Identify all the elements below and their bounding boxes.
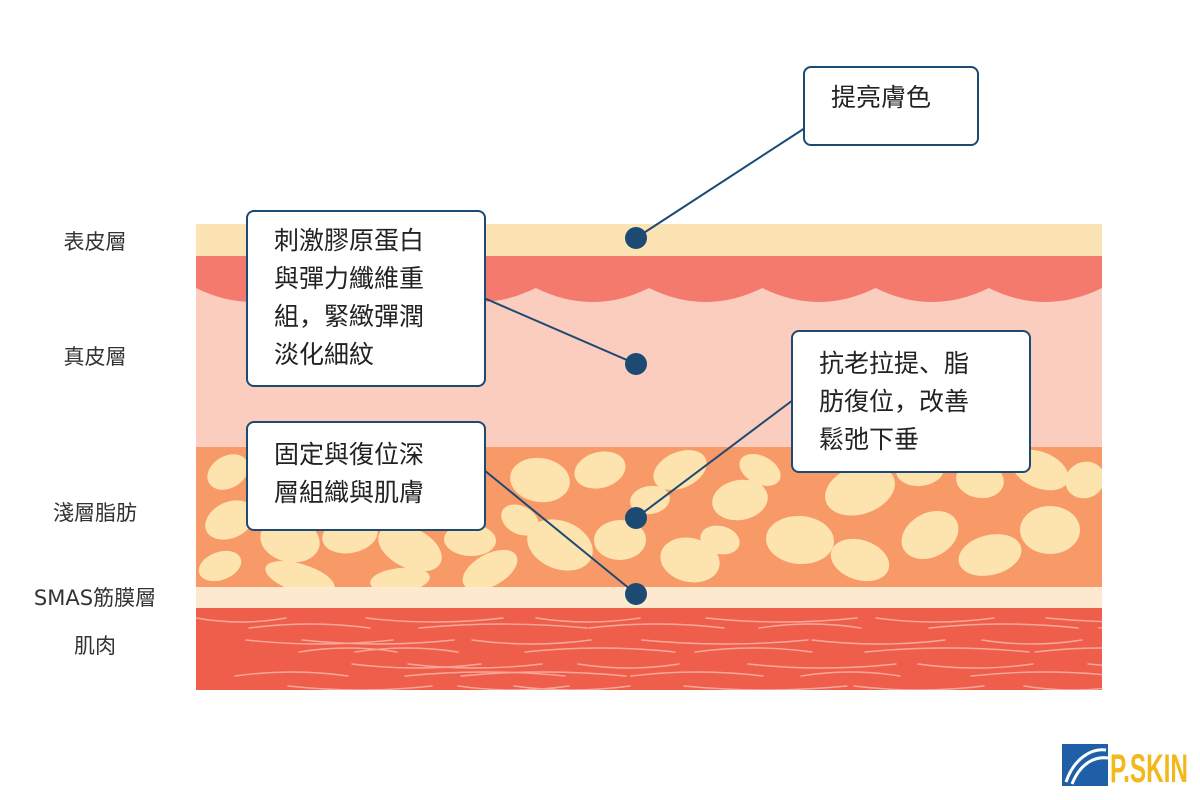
callout-fix: 固定與復位深 層組織與肌膚 xyxy=(246,421,486,531)
muscle-fiber xyxy=(234,671,349,677)
connector-fix xyxy=(483,469,637,595)
muscle-fiber xyxy=(351,663,482,669)
fat-cell xyxy=(527,519,593,571)
fat-cell xyxy=(901,511,959,559)
muscle-fiber xyxy=(683,685,848,690)
fat-cell xyxy=(630,485,670,515)
fat-cell xyxy=(1065,461,1102,499)
connector-lift xyxy=(635,399,794,519)
muscle-fiber xyxy=(1034,647,1102,653)
logo-swoosh xyxy=(1064,748,1109,785)
fat-cell xyxy=(378,524,442,572)
fat-cell xyxy=(766,515,834,565)
connector-collagen xyxy=(483,297,637,365)
fat-cell xyxy=(198,550,242,582)
fat-cell xyxy=(1020,506,1080,554)
fat-cell xyxy=(574,451,626,489)
label-smas: SMAS筋膜層 xyxy=(33,586,157,610)
marker-epidermis xyxy=(625,227,647,249)
muscle-fiber xyxy=(853,685,985,690)
fat-cell xyxy=(825,464,895,516)
label-muscle: 肌肉 xyxy=(74,634,116,658)
fat-cell xyxy=(265,560,335,587)
pskin-logo: P.SKIN xyxy=(1062,744,1188,790)
muscle-fiber xyxy=(196,617,287,623)
muscle-fiber xyxy=(535,617,641,623)
fat-cell xyxy=(370,567,430,587)
muscle-fiber xyxy=(811,639,946,645)
muscle-fiber xyxy=(705,617,858,623)
muscle-fiber xyxy=(747,663,897,669)
fat-cell xyxy=(958,534,1022,576)
muscle-fiber xyxy=(460,671,627,677)
callout-lift: 抗老拉提、脂 肪復位，改善 鬆弛下垂 xyxy=(791,330,1031,473)
marker-dermis xyxy=(625,353,647,375)
marker-fat xyxy=(625,507,647,529)
fat-cell xyxy=(501,504,539,536)
muscle-fibers xyxy=(196,617,1102,690)
label-fat: 淺層脂肪 xyxy=(53,501,137,525)
marker-dots xyxy=(625,227,647,605)
muscle-fiber xyxy=(1087,663,1102,666)
fat-cell xyxy=(594,519,646,561)
muscle-fiber xyxy=(457,685,570,690)
muscle-fiber xyxy=(1098,626,1102,629)
muscle-fiber xyxy=(298,647,398,653)
muscle-fiber xyxy=(970,671,1102,677)
muscle-fiber xyxy=(1045,617,1102,623)
fat-cell xyxy=(462,549,518,587)
fat-cell xyxy=(444,523,496,557)
callout-collagen: 刺激膠原蛋白 與彈力纖維重 組，緊緻彈潤 淡化細紋 xyxy=(246,210,486,387)
muscle-fiber xyxy=(287,685,433,690)
muscle-fiber xyxy=(630,671,764,677)
fat-cell xyxy=(510,457,570,503)
fat-cell xyxy=(700,525,740,555)
muscle-fiber xyxy=(248,623,371,629)
fat-cell xyxy=(830,538,890,582)
fat-cell xyxy=(739,454,781,486)
smas-layer xyxy=(196,587,1102,608)
muscle-fiber xyxy=(864,647,1030,653)
muscle-fiber xyxy=(404,671,566,677)
muscle-fiber xyxy=(365,617,504,623)
logo-text: P.SKIN xyxy=(1110,747,1188,790)
label-epidermis: 表皮層 xyxy=(63,230,127,254)
muscle-fiber xyxy=(875,617,995,623)
fat-cell xyxy=(660,537,720,583)
muscle-fiber xyxy=(641,639,809,645)
muscle-fiber xyxy=(407,663,543,669)
fat-cell xyxy=(712,479,768,521)
callout-brighten: 提亮膚色 xyxy=(803,66,979,146)
connectors xyxy=(483,127,806,595)
connector-brighten xyxy=(635,127,806,239)
muscle-fiber xyxy=(588,623,725,629)
muscle-fiber xyxy=(301,639,455,645)
muscle-fiber xyxy=(758,623,862,629)
muscle-fiber xyxy=(418,623,588,629)
muscle-fiber xyxy=(471,639,592,645)
muscle-fiber xyxy=(1023,685,1102,690)
muscle-fiber xyxy=(917,663,1034,669)
muscle-fiber xyxy=(694,647,813,653)
muscle-fiber xyxy=(245,639,394,645)
muscle-fiber xyxy=(513,685,631,690)
muscle-fiber xyxy=(354,647,459,653)
fat-cell xyxy=(205,500,255,540)
muscle-fiber xyxy=(800,671,901,677)
muscle-fiber xyxy=(981,639,1083,645)
muscle-fiber xyxy=(524,647,676,653)
marker-smas xyxy=(625,583,647,605)
label-dermis: 真皮層 xyxy=(63,345,127,369)
fat-cell xyxy=(653,449,707,491)
muscle-fiber xyxy=(928,623,1079,629)
muscle-fiber xyxy=(577,663,680,669)
fat-cell xyxy=(207,454,249,490)
